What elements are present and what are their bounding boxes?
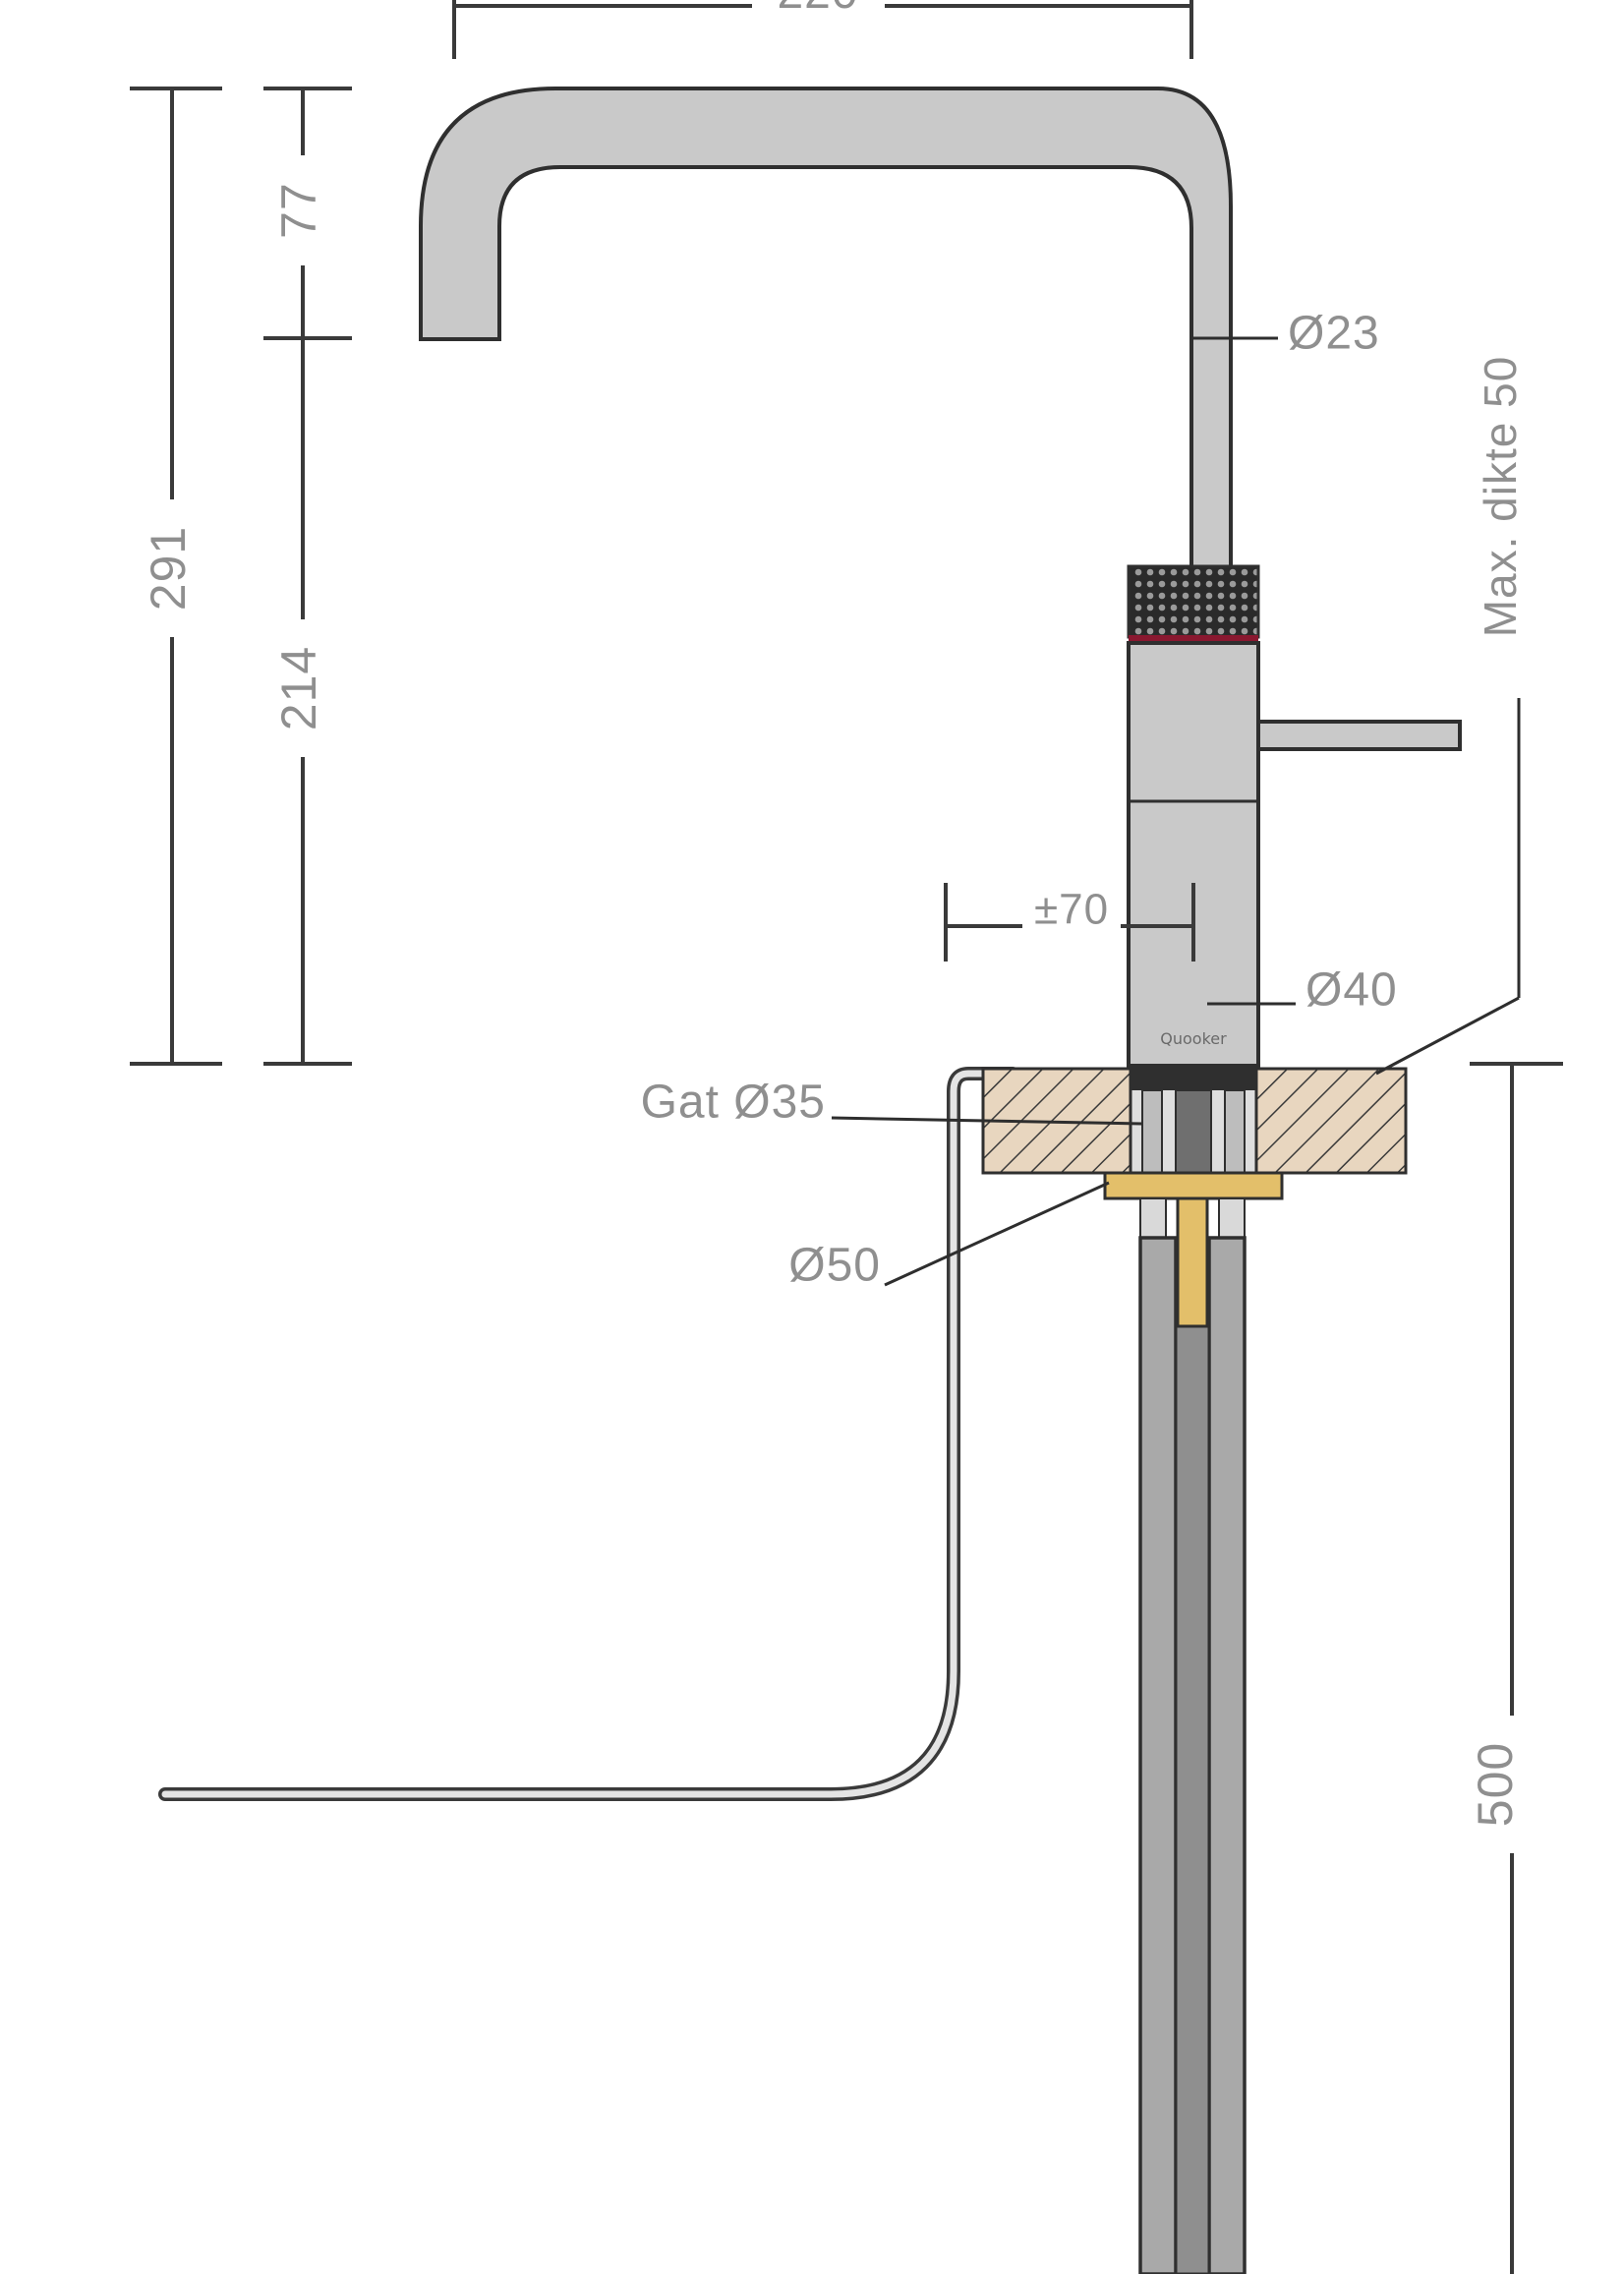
spout-drop-dimension: 77 <box>263 87 352 340</box>
hole-label: Gat Ø35 <box>641 1077 826 1129</box>
supply-pipes <box>1138 1236 1247 2274</box>
plate-diameter-label: Ø50 <box>788 1240 881 1292</box>
countertop-section <box>981 1067 1408 1175</box>
handle-reach-label: ±70 <box>1034 886 1109 934</box>
brand-mark: Quooker <box>1160 1029 1227 1048</box>
red-indicator-ring <box>1129 635 1258 643</box>
spout-diameter-annotation: Ø23 <box>1191 308 1380 360</box>
top-width-dimension: 220 <box>452 0 1193 59</box>
mounting-plate <box>1103 1171 1284 1200</box>
max-thickness-annotation: Max. dikte 50 <box>1375 356 1526 1076</box>
plate-diameter-annotation: Ø50 <box>788 1181 1110 1292</box>
spout-diameter-label: Ø23 <box>1288 308 1380 360</box>
spout-clearance-dimension: 214 <box>263 338 352 1066</box>
handle-reach-annotation: ±70 <box>944 883 1195 962</box>
flexible-hose <box>158 1067 1019 1801</box>
body-diameter-label: Ø40 <box>1305 964 1398 1017</box>
total-height-dimension: 291 <box>130 87 222 1066</box>
knurled-ring <box>1127 564 1260 639</box>
max-thickness-label: Max. dikte 50 <box>1475 356 1526 638</box>
handle-lever[interactable] <box>1256 720 1462 751</box>
spout-drop-label: 77 <box>271 182 326 239</box>
top-width-label: 220 <box>777 0 858 19</box>
tap-body <box>1127 641 1260 1068</box>
hole-annotation: Gat Ø35 <box>641 1077 1143 1129</box>
shank <box>1129 1067 1258 1175</box>
hose-length-dimension: 500 <box>1468 1062 1563 2274</box>
body-diameter-annotation: Ø40 <box>1207 964 1398 1017</box>
total-height-label: 291 <box>141 526 196 611</box>
spout-clearance-label: 214 <box>271 646 326 730</box>
spout <box>419 87 1233 572</box>
hose-length-label: 500 <box>1468 1742 1523 1827</box>
